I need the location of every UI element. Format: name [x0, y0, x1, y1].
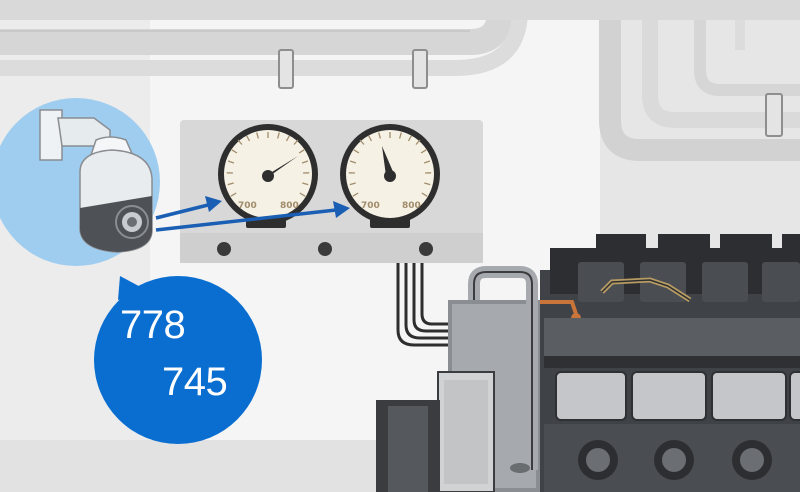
left-gauge-label-low: 700 — [238, 201, 257, 211]
right-gauge-label-low: 700 — [361, 201, 380, 211]
ceiling-beam — [0, 0, 800, 20]
ptz-camera-icon — [0, 98, 160, 266]
speech-bubble-icon — [94, 276, 262, 444]
right-gauge-label-high: 800 — [402, 201, 421, 211]
camera-to-gauge-arrows — [155, 196, 350, 232]
engine-illustration — [376, 234, 800, 492]
left-gauge-label-high: 800 — [280, 201, 299, 211]
pipe-clamps — [278, 49, 783, 137]
pressure-gauge-icon — [340, 124, 440, 228]
gauge-cables — [396, 263, 470, 347]
pressure-gauge-icon — [218, 124, 318, 228]
camera-reading-2: 745 — [162, 360, 228, 404]
camera-reading-1: 778 — [120, 303, 186, 347]
